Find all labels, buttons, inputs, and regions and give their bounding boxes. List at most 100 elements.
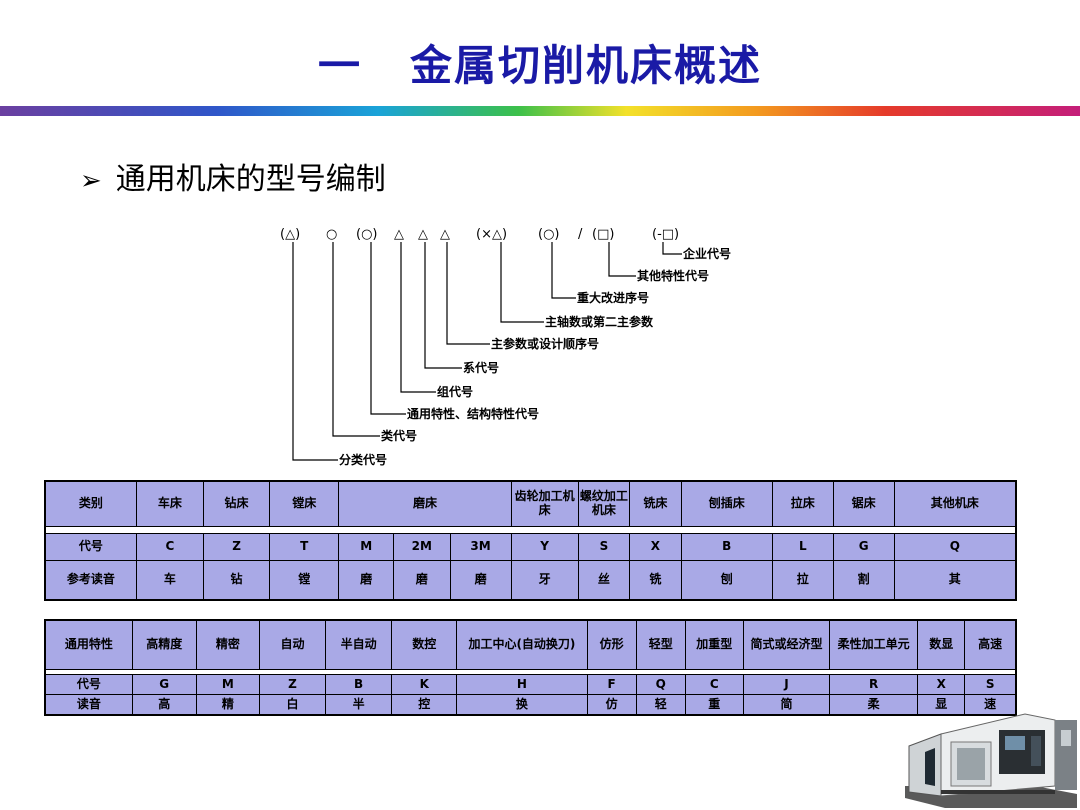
code-cell: M <box>195 674 260 695</box>
header-cell: 齿轮加工机床 <box>510 480 579 527</box>
title-dash: 一 <box>317 41 362 90</box>
header-cell: 高精度 <box>131 619 197 670</box>
code-cell: G <box>131 674 197 695</box>
reading-cell: 磨 <box>392 560 451 601</box>
reading-cell: 半 <box>325 694 393 716</box>
code-cell: J <box>742 674 831 695</box>
code-cell: S <box>577 533 631 561</box>
header-cell: 螺纹加工机床 <box>577 480 631 527</box>
code-cell: B <box>680 533 773 561</box>
header-cell: 高速 <box>964 619 1017 670</box>
reading-cell: 磨 <box>338 560 394 601</box>
rainbow-divider <box>0 106 1080 116</box>
label-group-code: 组代号 <box>437 384 473 399</box>
symbol-series: △ <box>418 227 428 242</box>
diagram-leader-lines <box>292 242 682 461</box>
reading-cell: 简 <box>742 694 831 716</box>
header-cell: 精密 <box>195 619 260 670</box>
header-cell: 数控 <box>391 619 458 670</box>
code-cell: G <box>832 533 895 561</box>
code-cell: 2M <box>392 533 451 561</box>
bullet-arrow-icon: ➢ <box>80 166 102 196</box>
reading-cell: 拉 <box>771 560 834 601</box>
header-cell: 其他机床 <box>893 480 1017 527</box>
symbol-general-feature: (○) <box>356 227 378 242</box>
header-cell: 加重型 <box>684 619 744 670</box>
section-heading-text: 通用机床的型号编制 <box>115 162 386 197</box>
reading-cell: 换 <box>456 694 588 716</box>
code-cell: Z <box>258 674 327 695</box>
reading-cell: 车 <box>135 560 204 601</box>
page-title: 一金属切削机床概述 <box>0 32 1080 93</box>
reading-cell: 速 <box>964 694 1017 716</box>
symbol-category: ○ <box>326 227 337 242</box>
header-cell: 加工中心(自动换刀) <box>456 619 588 670</box>
section-heading: ➢ 通用机床的型号编制 <box>80 154 386 198</box>
reading-cell: 高 <box>131 694 197 716</box>
label-improvement-number: 重大改进序号 <box>577 290 649 305</box>
header-cell: 钻床 <box>202 480 271 527</box>
code-cell: T <box>269 533 340 561</box>
symbol-main-param: △ <box>440 227 450 242</box>
code-cell: X <box>917 674 966 695</box>
reading-cell: 铣 <box>629 560 682 601</box>
reading-cell: 控 <box>391 694 458 716</box>
header-cell: 柔性加工单元 <box>829 619 919 670</box>
reading-cell: 仿 <box>586 694 637 716</box>
row-label: 参考读音 <box>44 560 137 601</box>
category-reading-row: 参考读音 车 钻 镗 磨 磨 磨 牙 丝 铣 刨 拉 割 其 <box>44 560 1017 601</box>
symbol-group: △ <box>394 227 404 242</box>
model-code-diagram: (△) ○ (○) △ △ △ (×△) (○) / (□) (-□) 企业代号… <box>280 227 731 467</box>
category-code-row: 代号 C Z T M 2M 3M Y S X B L G Q <box>44 533 1017 561</box>
label-company-code: 企业代号 <box>682 246 731 261</box>
diagram-labels: 企业代号 其他特性代号 重大改进序号 主轴数或第二主参数 主参数或设计顺序号 系… <box>339 246 731 467</box>
header-cell: 仿形 <box>586 619 637 670</box>
label-category-code: 类代号 <box>381 428 417 443</box>
cnc-machine-icon <box>905 713 1077 808</box>
code-cell: Z <box>202 533 271 561</box>
header-cell: 刨插床 <box>680 480 773 527</box>
reading-cell: 白 <box>258 694 327 716</box>
row-label: 读音 <box>44 694 133 716</box>
code-cell: 3M <box>449 533 512 561</box>
header-cell: 车床 <box>135 480 204 527</box>
code-cell: Y <box>510 533 579 561</box>
symbol-company: (-□) <box>652 227 679 242</box>
title-text: 金属切削机床概述 <box>410 41 763 90</box>
reading-cell: 刨 <box>680 560 773 601</box>
code-cell: C <box>135 533 204 561</box>
symbol-other-feature: (□) <box>592 227 614 242</box>
reading-cell: 牙 <box>510 560 579 601</box>
reading-cell: 其 <box>893 560 1017 601</box>
header-cell: 半自动 <box>325 619 393 670</box>
header-cell: 磨床 <box>338 480 512 527</box>
header-cell: 锯床 <box>832 480 895 527</box>
reading-cell: 镗 <box>269 560 340 601</box>
feature-header-row: 通用特性 高精度 精密 自动 半自动 数控 加工中心(自动换刀) 仿形 轻型 加… <box>44 619 1017 670</box>
row-label: 代号 <box>44 674 133 695</box>
header-cell: 铣床 <box>629 480 682 527</box>
symbol-slash: / <box>578 227 583 242</box>
symbol-spindle: (×△) <box>476 227 507 242</box>
reading-cell: 钻 <box>202 560 271 601</box>
label-series-code: 系代号 <box>463 360 499 375</box>
header-cell: 拉床 <box>771 480 834 527</box>
reading-cell: 轻 <box>635 694 686 716</box>
symbol-classification: (△) <box>280 227 300 242</box>
label-main-parameter: 主参数或设计顺序号 <box>491 336 599 351</box>
symbol-improvement: (○) <box>538 227 560 242</box>
reading-cell: 割 <box>832 560 895 601</box>
row-label: 代号 <box>44 533 137 561</box>
reading-cell: 磨 <box>449 560 512 601</box>
code-cell: C <box>684 674 744 695</box>
code-cell: L <box>771 533 834 561</box>
header-cell: 镗床 <box>269 480 340 527</box>
code-cell: Q <box>635 674 686 695</box>
header-cell: 数显 <box>917 619 966 670</box>
label-spindle-count: 主轴数或第二主参数 <box>545 314 654 329</box>
header-cell: 类别 <box>44 480 137 527</box>
feature-reading-row: 读音 高 精 白 半 控 换 仿 轻 重 简 柔 显 速 <box>44 694 1017 716</box>
reading-cell: 重 <box>684 694 744 716</box>
code-cell: X <box>629 533 682 561</box>
general-feature-table: 通用特性 高精度 精密 自动 半自动 数控 加工中心(自动换刀) 仿形 轻型 加… <box>44 619 1017 716</box>
